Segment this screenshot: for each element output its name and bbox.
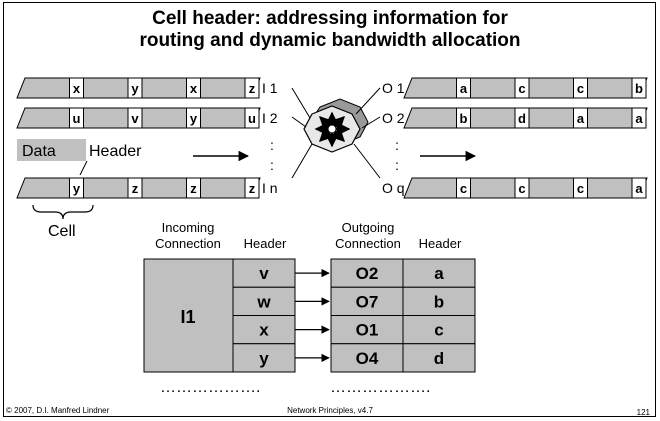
port-label-in1: I 1 — [262, 80, 278, 96]
cell-header-value: c — [460, 181, 467, 196]
table-row: x O1 c — [232, 315, 476, 345]
cell-header-value: z — [249, 81, 256, 96]
out-header-value: b — [434, 292, 444, 311]
cell-header-value: b — [635, 81, 643, 96]
slide-title-line2: routing and dynamic bandwidth allocation — [139, 30, 521, 51]
out-connection-value: O2 — [356, 264, 379, 283]
table-row: w O7 b — [232, 286, 476, 316]
port-label-outq: O q — [382, 180, 405, 196]
cell-header-value: a — [635, 181, 643, 196]
port-links — [291, 87, 381, 179]
out-connection-cell — [330, 286, 404, 316]
out-connection-value: O4 — [356, 349, 379, 368]
header-col2-label: Header — [419, 236, 462, 251]
footer-page-number: 121 — [636, 408, 650, 417]
out-header-value: d — [434, 349, 444, 368]
out-connection-cell — [330, 343, 404, 373]
outgoing-header-line1: Outgoing — [342, 220, 395, 235]
footer-copyright: © 2007, D.I. Manfred Lindner — [6, 406, 110, 415]
data-legend-box — [17, 139, 86, 161]
table-row: v O2 a — [232, 258, 476, 288]
in-header-value: y — [259, 349, 269, 368]
cell-header-value: z — [132, 181, 139, 196]
out-connection-value: O1 — [356, 321, 379, 340]
slide-title-line1: Cell header: addressing information for — [152, 8, 508, 29]
cell-header-value: c — [577, 181, 584, 196]
ellipsis-left: ………………. — [160, 379, 260, 396]
in-header-value: x — [259, 321, 269, 340]
dots-out-2: : — [395, 157, 399, 173]
cell-header-value: x — [73, 81, 81, 96]
cell-brace — [32, 204, 94, 220]
cell-label: Cell — [48, 223, 76, 240]
data-legend-label: Data — [22, 143, 56, 160]
in-header-cell — [232, 343, 296, 373]
cell-header-value: a — [577, 111, 585, 126]
cell-header-value: a — [635, 111, 643, 126]
incoming-header-line1: Incoming — [162, 220, 215, 235]
port-label-out1: O 1 — [382, 80, 405, 96]
out-header-cell — [402, 343, 476, 373]
header-pointer-line — [79, 160, 88, 176]
cell-header-value: v — [131, 111, 139, 126]
header-col1-label: Header — [244, 236, 287, 251]
out-header-value: c — [434, 321, 443, 340]
ellipsis-right: ………………. — [330, 379, 430, 396]
outgoing-header-line2: Connection — [335, 236, 401, 251]
cell-header-value: c — [577, 81, 584, 96]
incoming-connection-cell — [143, 258, 234, 373]
out-header-cell — [402, 258, 476, 288]
incoming-header-line2: Connection — [155, 236, 221, 251]
mapping-table: Incoming Connection Header Outgoing Conn… — [143, 220, 476, 396]
cell-header-value: b — [460, 111, 468, 126]
cell-header-value: u — [73, 111, 81, 126]
in-header-value: w — [256, 292, 271, 311]
dots-in-2: : — [270, 157, 274, 173]
cell-header-value: a — [460, 81, 468, 96]
out-header-value: a — [434, 264, 444, 283]
port-label-out2: O 2 — [382, 110, 405, 126]
in-header-value: v — [259, 264, 269, 283]
cell-header-value: y — [190, 111, 198, 126]
cell-header-value: y — [131, 81, 139, 96]
switch-icon — [303, 98, 369, 153]
port-label-in2: I 2 — [262, 110, 278, 126]
cell-header-value: d — [518, 111, 526, 126]
dots-in-1: : — [270, 137, 274, 153]
header-legend-label: Header — [89, 143, 142, 160]
cell-header-value: y — [73, 181, 81, 196]
in-header-cell — [232, 258, 296, 288]
incoming-connection-value: I1 — [180, 307, 195, 327]
cell-header-value: c — [518, 181, 525, 196]
out-connection-cell — [330, 315, 404, 345]
cell-header-value: u — [248, 111, 256, 126]
cell-header-value: x — [190, 81, 198, 96]
cell-header-value: c — [518, 81, 525, 96]
footer-course: Network Principles, v4.7 — [287, 406, 373, 415]
port-label-inn: I n — [262, 180, 278, 196]
cell-header-value: z — [249, 181, 256, 196]
table-row: y O4 d — [232, 343, 476, 373]
cell-header-value: z — [190, 181, 197, 196]
dots-out-1: : — [395, 137, 399, 153]
slide-frame — [3, 2, 656, 417]
out-header-cell — [402, 315, 476, 345]
out-connection-value: O7 — [356, 292, 379, 311]
